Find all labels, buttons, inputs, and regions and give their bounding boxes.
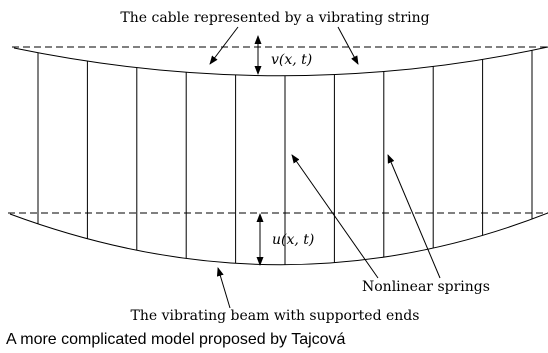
springs-label: Nonlinear springs [362, 279, 490, 295]
springs-arrow-left [291, 154, 379, 279]
springs-arrow-right [387, 154, 441, 279]
cable-title-arrow-left [209, 26, 239, 65]
u-label: u(x, t) [272, 232, 314, 248]
v-label: v(x, t) [271, 52, 312, 68]
beam-curve [9, 212, 548, 266]
caption: A more complicated model proposed by Taj… [6, 331, 346, 348]
beam-title-arrow [216, 267, 231, 309]
hanger-lines [37, 50, 533, 265]
cable-curve [13, 46, 548, 77]
cable-title-arrow-right [337, 26, 359, 65]
beam-title: The vibrating beam with supported ends [131, 308, 420, 324]
cable-title: The cable represented by a vibrating str… [120, 10, 429, 26]
